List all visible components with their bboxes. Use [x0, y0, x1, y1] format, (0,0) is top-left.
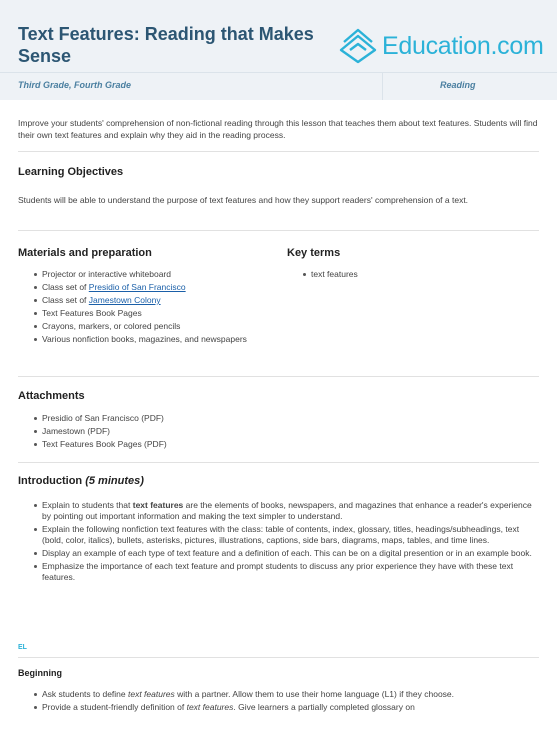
beginning-list: Ask students to define text features wit…	[18, 689, 542, 715]
introduction-list: Explain to students that text features a…	[18, 500, 542, 585]
header-divider	[0, 72, 557, 73]
objectives-heading: Learning Objectives	[18, 166, 124, 178]
list-item-text: Class set of	[42, 295, 89, 305]
section-divider	[18, 462, 539, 463]
attachment-book-pages[interactable]: Text Features Book Pages (PDF)	[34, 439, 442, 450]
objectives-text: Students will be able to understand the …	[18, 195, 469, 205]
subject-label: Reading	[440, 80, 476, 90]
list-item-text: with a partner. Allow them to use their …	[174, 689, 455, 699]
introduction-duration: (5 minutes)	[85, 475, 144, 487]
list-item: Class set of Jamestown Colony	[34, 295, 272, 306]
attachments-list: Presidio of San Francisco (PDF) Jamestow…	[18, 413, 442, 452]
list-item: Projector or interactive whiteboard	[34, 269, 272, 280]
header-vertical-divider	[382, 73, 383, 100]
lesson-description: Improve your students' comprehension of …	[18, 118, 538, 140]
section-divider	[18, 376, 539, 377]
list-item: Crayons, markers, or colored pencils	[34, 321, 272, 332]
list-item-text: Class set of	[42, 282, 89, 292]
education-logo-text: Education.com	[382, 31, 544, 60]
list-item: text features	[303, 269, 541, 280]
key-terms-list: text features	[287, 269, 541, 282]
list-item-text: are the elements of books, newspapers, a…	[42, 500, 532, 521]
education-logo[interactable]: Education.com	[338, 26, 544, 66]
list-item: Provide a student-friendly definition of…	[34, 702, 542, 713]
italic-term: text features	[128, 689, 175, 699]
list-item: Class set of Presidio of San Francisco	[34, 282, 272, 293]
list-item-text: Ask students to define	[42, 689, 128, 699]
list-item-text: . Give learners a partially completed gl…	[233, 702, 415, 712]
section-divider	[18, 230, 539, 231]
list-item: Emphasize the importance of each text fe…	[34, 561, 542, 583]
list-item-text: Crayons, markers, or colored pencils	[42, 321, 181, 331]
materials-heading: Materials and preparation	[18, 247, 152, 259]
el-label: EL	[18, 644, 27, 651]
list-item-text: Various nonfiction books, magazines, and…	[42, 334, 247, 344]
italic-term: text features	[186, 702, 234, 712]
list-item-text: Display an example of each type of text …	[42, 548, 532, 558]
list-item: Various nonfiction books, magazines, and…	[34, 334, 272, 345]
attachment-presidio[interactable]: Presidio of San Francisco (PDF)	[34, 413, 442, 424]
list-item: Text Features Book Pages	[34, 308, 272, 319]
grade-levels: Third Grade, Fourth Grade	[18, 80, 132, 90]
section-divider	[18, 657, 539, 658]
section-divider	[18, 151, 539, 152]
list-item-text: Explain the following nonfiction text fe…	[42, 524, 520, 545]
list-item-text: Explain to students that	[42, 500, 133, 510]
list-item: Display an example of each type of text …	[34, 548, 542, 559]
list-item-text: Emphasize the importance of each text fe…	[42, 561, 514, 582]
education-logo-icon	[339, 28, 377, 64]
jamestown-link[interactable]: Jamestown Colony	[88, 295, 161, 305]
list-item: Explain the following nonfiction text fe…	[34, 524, 542, 546]
list-item-text: Text Features Book Pages	[42, 308, 142, 318]
key-terms-heading: Key terms	[287, 247, 341, 259]
introduction-heading: Introduction (5 minutes)	[18, 475, 144, 487]
page-title: Text Features: Reading that Makes Sense	[18, 24, 314, 66]
introduction-title: Introduction	[18, 475, 83, 487]
bold-term: text features	[132, 500, 184, 510]
attachment-jamestown[interactable]: Jamestown (PDF)	[34, 426, 442, 437]
page-header: Text Features: Reading that Makes Sense …	[0, 0, 557, 100]
list-item: Explain to students that text features a…	[34, 500, 542, 522]
list-item-text: Provide a student-friendly definition of	[42, 702, 187, 712]
list-item: Ask students to define text features wit…	[34, 689, 542, 700]
beginning-heading: Beginning	[18, 668, 62, 678]
attachments-heading: Attachments	[18, 390, 85, 402]
materials-list: Projector or interactive whiteboard Clas…	[18, 269, 272, 347]
list-item-text: Projector or interactive whiteboard	[42, 269, 171, 279]
presidio-link[interactable]: Presidio of San Francisco	[88, 282, 186, 292]
